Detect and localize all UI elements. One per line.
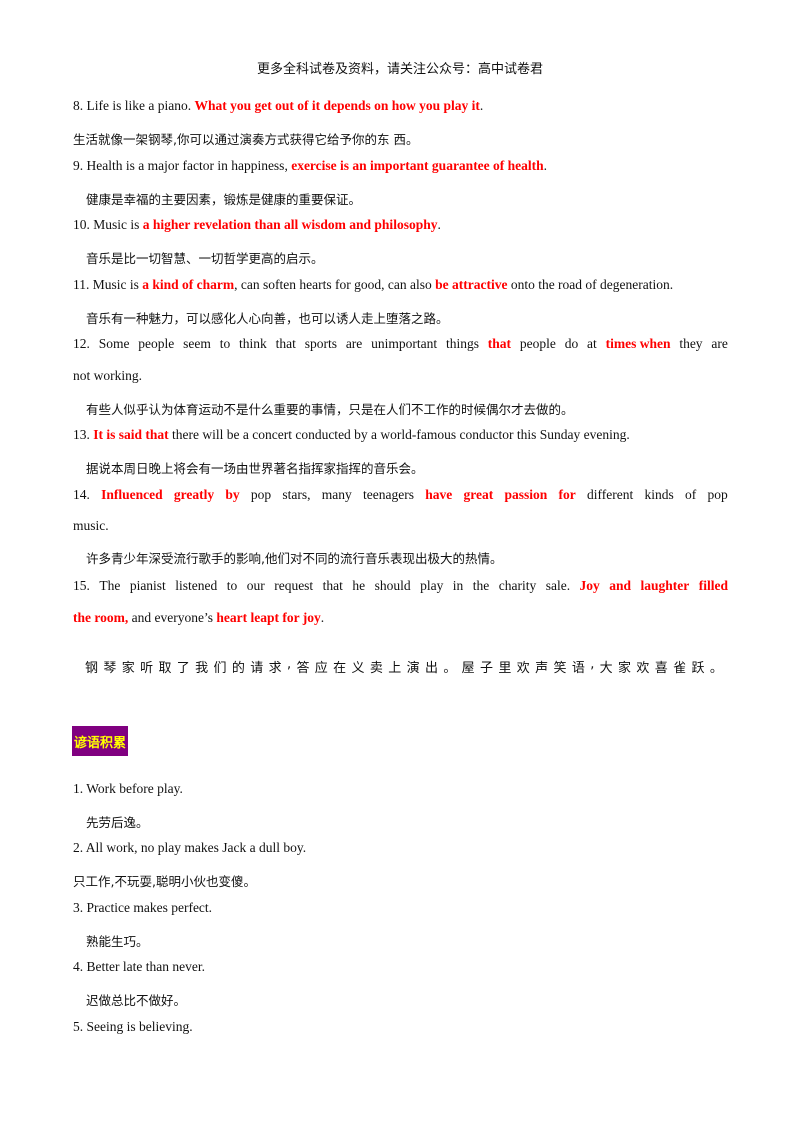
sentence-10: 10. Music is a higher revelation than al… [73, 217, 441, 232]
proverb-2: 2. All work, no play makes Jack a dull b… [73, 840, 307, 855]
sentence-13: 13. It is said that there will be a conc… [73, 427, 630, 442]
sentence-12-continued: not working. [73, 368, 142, 383]
translation-12: 有些人似乎认为体育运动不是什么重要的事情，只是在人们不工作的时候偶尔才去做的。 [86, 402, 574, 417]
proverb-1: 1. Work before play. [73, 781, 183, 796]
translation-8: 生活就像一架钢琴,你可以通过演奏方式获得它给予你的东 西。 [73, 132, 419, 147]
proverb-3-translation: 熟能生巧。 [86, 934, 149, 949]
proverb-1-translation: 先劳后逸。 [86, 815, 149, 830]
proverb-3: 3. Practice makes perfect. [73, 900, 213, 915]
sentence-15-continued: the room, and everyone’s heart leapt for… [73, 610, 325, 625]
sentence-8: 8. Life is like a piano. What you get ou… [73, 98, 484, 113]
translation-15: 钢琴家听取了我们的请求,答应在义卖上演出。屋子里欢声笑语,大家欢喜雀跃。 [85, 657, 723, 676]
translation-9: 健康是幸福的主要因素，锻炼是健康的重要保证。 [86, 192, 362, 207]
translation-13: 据说本周日晚上将会有一场由世界著名指挥家指挥的音乐会。 [86, 461, 424, 476]
proverb-4: 4. Better late than never. [73, 959, 205, 974]
translation-10: 音乐是比一切智慧、一切哲学更高的启示。 [86, 251, 324, 266]
translation-14: 许多青少年深受流行歌手的影响,他们对不同的流行音乐表现出极大的热情。 [86, 551, 503, 566]
translation-11: 音乐有一种魅力，可以感化人心向善，也可以诱人走上堕落之路。 [86, 311, 449, 326]
section-label-proverbs: 谚语积累 [72, 726, 128, 756]
proverb-2-translation: 只工作,不玩耍,聪明小伙也变傻。 [73, 874, 256, 889]
page-header: 更多全科试卷及资料，请关注公众号：高中试卷君 [256, 62, 543, 77]
proverb-4-translation: 迟做总比不做好。 [86, 993, 187, 1008]
sentence-9: 9. Health is a major factor in happiness… [73, 158, 548, 173]
sentence-14-continued: music. [73, 518, 109, 533]
section-label-text: 谚语积累 [73, 735, 126, 751]
sentence-11: 11. Music is a kind of charm, can soften… [73, 277, 674, 292]
proverb-5: 5. Seeing is believing. [73, 1019, 193, 1034]
